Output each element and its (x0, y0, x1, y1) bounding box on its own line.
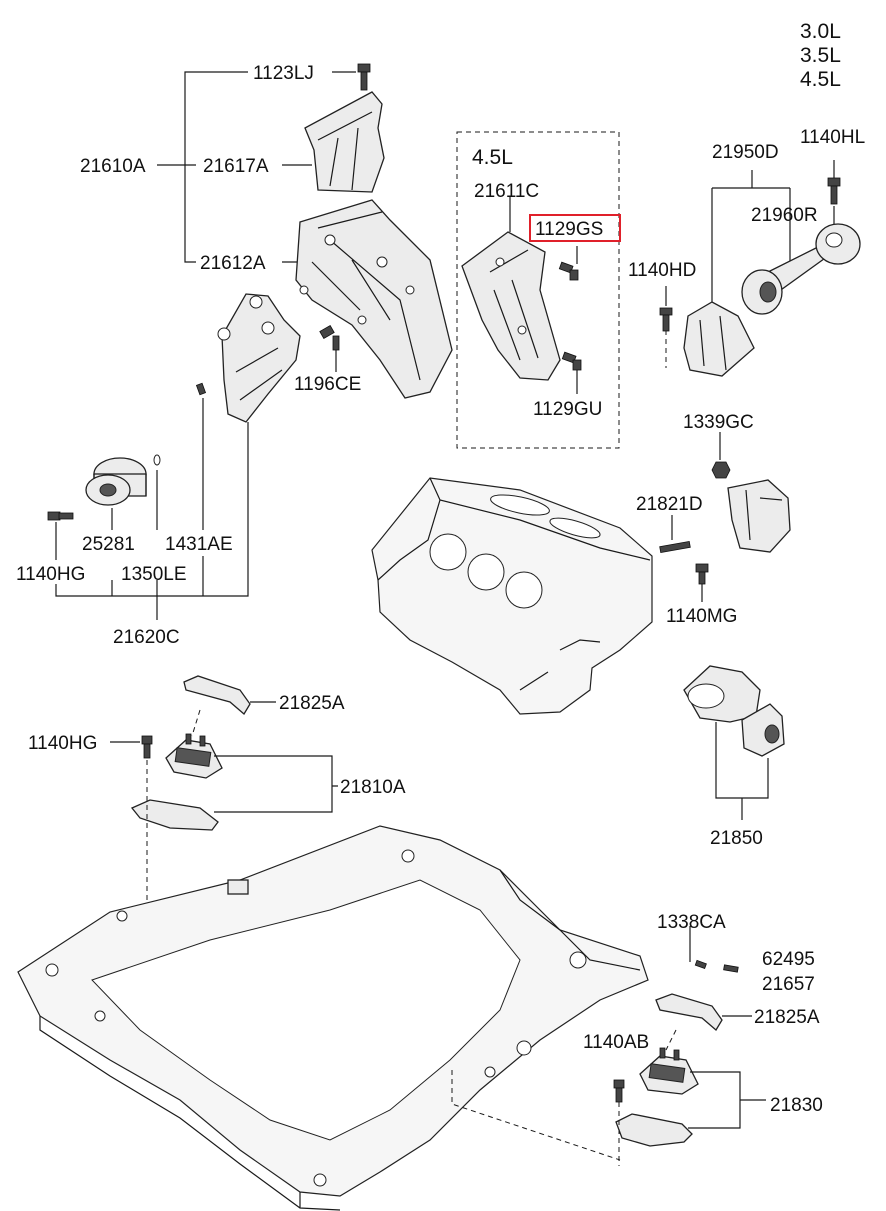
label-21821d: 21821D (636, 494, 703, 515)
pin-62495[interactable] (723, 964, 739, 973)
label-1140hg-lower: 1140HG (28, 733, 97, 754)
engine-option-3-5: 3.5L (800, 44, 841, 67)
mount-group-21850: 21850 (683, 665, 785, 849)
bolt-1140hg-upper[interactable] (47, 511, 74, 521)
bracket-21950d[interactable] (683, 301, 755, 377)
bolt-1129gs[interactable] (558, 261, 579, 281)
bracket-21825a-right[interactable] (655, 993, 723, 1031)
label-21825a-left: 21825A (279, 693, 345, 714)
bracket-21830-lower[interactable] (615, 1113, 693, 1147)
label-1140mg: 1140MG (666, 606, 737, 627)
label-1129gs[interactable]: 1129GS (535, 219, 603, 240)
subframe-crossmember (17, 825, 649, 1211)
label-1129gu: 1129GU (533, 399, 602, 420)
bracket-group-21620c: 25281 1431AE 1140HG 1350LE 21620C (16, 293, 301, 648)
label-21610a: 21610A (80, 156, 146, 177)
detail-box-4-5l: 4.5L 21611C 1129GS 1129GU (456, 131, 621, 449)
mount-21830[interactable] (639, 1047, 699, 1095)
mount-group-21950d: 21950D 1140HL 21960R 1140HD (628, 127, 865, 377)
engine-option-4-5: 4.5L (800, 68, 841, 91)
bracket-21617a[interactable] (304, 91, 385, 193)
bolt-1196ce[interactable] (319, 324, 340, 372)
engine-option-3-0: 3.0L (800, 20, 841, 43)
label-1196ce: 1196CE (294, 374, 361, 395)
bracket-group-21821d: 1339GC 21821D 1140MG (636, 412, 791, 627)
mount-group-21810a: 21825A 1140HG 21810A (28, 675, 406, 930)
bracket-21810a-lower[interactable] (130, 799, 219, 831)
label-21960r: 21960R (751, 205, 818, 226)
pin-1431ae[interactable] (195, 382, 207, 396)
label-21620c: 21620C (113, 627, 180, 648)
label-21950d: 21950D (712, 142, 779, 163)
label-62495: 62495 (762, 949, 815, 970)
bracket-21821d[interactable] (727, 479, 791, 553)
label-21657: 21657 (762, 974, 815, 995)
label-21611c: 21611C (474, 181, 539, 202)
highlight-box-1129gs (529, 214, 621, 242)
label-21830: 21830 (770, 1095, 823, 1116)
bolt-1129gu[interactable] (561, 351, 582, 371)
bolt-1140hd[interactable] (659, 307, 673, 332)
engine-block (371, 477, 653, 715)
label-21617a: 21617A (203, 156, 269, 177)
label-1140ab: 1140AB (583, 1032, 649, 1053)
label-25281: 25281 (82, 534, 135, 555)
label-1140hg-upper: 1140HG (16, 564, 85, 585)
mount-group-21830: 1338CA 62495 21657 21825A 1140AB 21830 (583, 912, 823, 1166)
label-21825a-right: 21825A (754, 1007, 820, 1028)
label-1123lj: 1123LJ (253, 63, 314, 84)
label-21612a: 21612A (200, 253, 266, 274)
bolt-1140ab[interactable] (613, 1079, 625, 1103)
bracket-group-21610a: 1123LJ 21610A 21617A 21612A (80, 63, 453, 399)
bracket-21611c[interactable] (461, 231, 561, 381)
detail-box-label: 4.5L (472, 146, 513, 169)
label-1431ae: 1431AE (165, 534, 233, 555)
bolt-1123lj[interactable] (357, 63, 371, 91)
bracket-21825a-left[interactable] (183, 675, 251, 715)
pin-1338ca[interactable] (694, 959, 707, 970)
label-1140hd: 1140HD (628, 260, 696, 281)
bolt-1140hg-lower[interactable] (141, 735, 153, 759)
label-1350le: 1350LE (121, 564, 187, 585)
bolt-21821d[interactable] (659, 540, 691, 554)
bracket-21612a[interactable] (295, 199, 453, 399)
nut-1339gc[interactable] (711, 461, 731, 479)
pulley-25281[interactable] (85, 457, 147, 506)
label-21850: 21850 (710, 828, 763, 849)
engine-option-list: 3.0L 3.5L 4.5L (800, 20, 841, 91)
mount-21810a[interactable] (165, 733, 223, 779)
label-1338ca: 1338CA (657, 912, 726, 933)
bolt-1140mg[interactable] (695, 563, 709, 585)
label-1339gc: 1339GC (683, 412, 754, 433)
bolt-1140hl[interactable] (827, 177, 841, 205)
washer-1350le[interactable] (153, 454, 161, 466)
label-21810a: 21810A (340, 777, 406, 798)
label-1140hl: 1140HL (800, 127, 865, 148)
